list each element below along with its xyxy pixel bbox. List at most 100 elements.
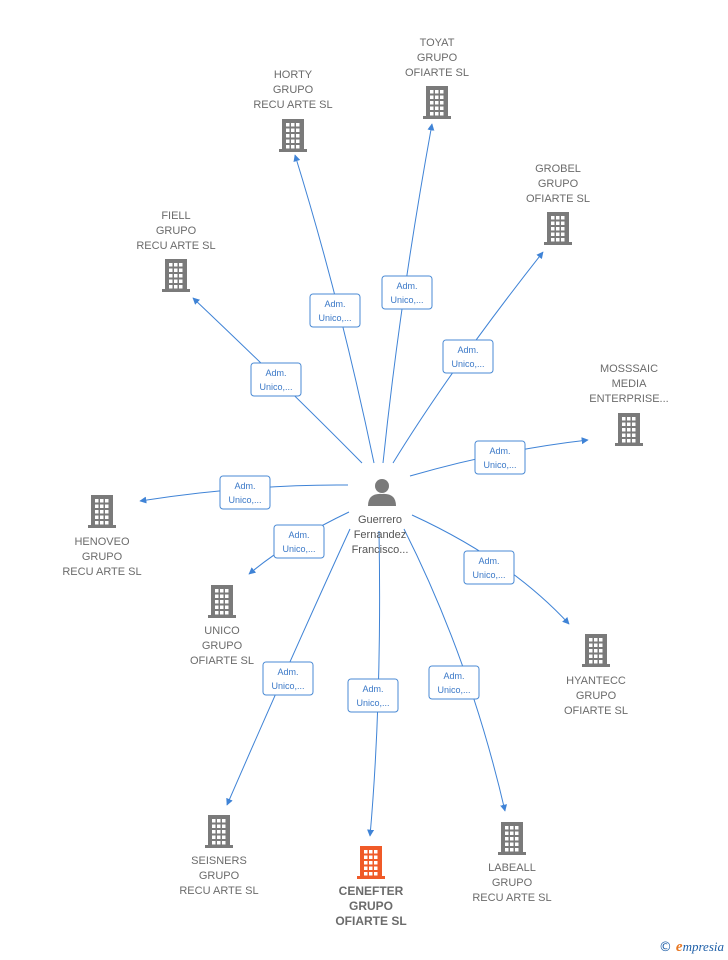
- role-text: Unico,...: [483, 460, 516, 470]
- role-text: Unico,...: [472, 570, 505, 580]
- company-name-line: RECU ARTE SL: [253, 99, 332, 111]
- company-node-labeall[interactable]: LABEALL GRUPO RECU ARTE SL: [472, 822, 552, 904]
- company-name-line: ENTERPRISE...: [589, 393, 668, 405]
- building-icon: [582, 634, 610, 667]
- company-node-grobel[interactable]: GROBEL GRUPO OFIARTE SL: [526, 163, 590, 245]
- edges-layer: [139, 123, 589, 837]
- company-node-mosssaic[interactable]: MOSSSAIC MEDIA ENTERPRISE...: [589, 363, 669, 446]
- role-text: Unico,...: [356, 698, 389, 708]
- company-name-line: OFIARTE SL: [526, 193, 590, 205]
- role-label-labeall[interactable]: Adm.Unico,...: [428, 665, 480, 700]
- role-label-toyat[interactable]: Adm. Unico,...: [381, 275, 433, 310]
- person-icon: [368, 479, 396, 506]
- role-text: Unico,...: [271, 681, 304, 691]
- company-name-line: GRUPO: [273, 84, 314, 96]
- building-icon: [615, 413, 643, 446]
- company-node-hyantecc[interactable]: HYANTECC GRUPO OFIARTE SL: [564, 634, 628, 717]
- role-text: Adm.: [362, 684, 383, 694]
- copyright-icon: ©: [658, 940, 672, 955]
- person-name-line: Francisco...: [352, 544, 409, 556]
- company-name-line: GRUPO: [202, 640, 243, 652]
- company-node-seisners[interactable]: SEISNERS GRUPO RECU ARTE SL: [179, 815, 259, 897]
- company-name-line: SEISNERS: [191, 855, 247, 867]
- company-node-horty[interactable]: HORTY GRUPO RECU ARTE SL: [253, 69, 333, 152]
- company-name-line: OFIARTE SL: [190, 655, 254, 667]
- company-name-line: MOSSSAIC: [600, 363, 658, 375]
- center-person-node[interactable]: GuerreroFernandezFrancisco...: [352, 479, 409, 556]
- company-name-line: HENOVEO: [74, 536, 129, 548]
- company-node-toyat[interactable]: TOYAT GRUPO OFIARTE SL: [405, 37, 469, 119]
- company-node-henoveo[interactable]: HENOVEO GRUPO RECU ARTE SL: [62, 495, 142, 578]
- role-text: Adm.: [478, 556, 499, 566]
- building-icon: [208, 585, 236, 618]
- company-name-line: MEDIA: [612, 378, 648, 390]
- role-label-mosssaic[interactable]: Adm. Unico,...: [474, 440, 526, 475]
- role-label-seisners[interactable]: Adm. Unico,...: [262, 661, 314, 696]
- building-icon: [162, 259, 190, 292]
- company-name-line: GRUPO: [538, 178, 579, 190]
- company-name-line: GRUPO: [576, 690, 617, 702]
- role-text: Unico,...: [451, 359, 484, 369]
- role-label-henoveo[interactable]: Adm. Unico,...: [219, 475, 271, 510]
- company-name-line: GRUPO: [199, 870, 240, 882]
- company-name-line: HORTY: [274, 69, 313, 81]
- company-node-unico[interactable]: UNICO GRUPO OFIARTE SL: [190, 585, 254, 667]
- role-text: Unico,...: [259, 382, 292, 392]
- brand-initial: e: [675, 939, 683, 955]
- role-text: Unico,...: [228, 495, 261, 505]
- company-name-line: RECU ARTE SL: [472, 892, 551, 904]
- role-label-fiell[interactable]: Adm. Unico,...: [250, 362, 302, 397]
- building-icon: [544, 212, 572, 245]
- company-name-line: GRUPO: [349, 899, 393, 913]
- role-text: Adm.: [265, 368, 286, 378]
- company-name-line: GRUPO: [82, 551, 123, 563]
- company-name-line: OFIARTE SL: [335, 914, 406, 928]
- company-name-line: OFIARTE SL: [564, 705, 628, 717]
- company-name-line: LABEALL: [488, 862, 536, 874]
- brand-rest: mpresia: [682, 939, 724, 954]
- role-text: Adm.: [489, 446, 510, 456]
- company-name-line: RECU ARTE SL: [179, 885, 258, 897]
- building-icon: [357, 846, 385, 879]
- role-text: Adm.: [324, 299, 345, 309]
- role-label-hyantecc[interactable]: Adm. Unico,...: [463, 550, 515, 585]
- brand-logo: empresia: [676, 939, 724, 956]
- role-label-unico[interactable]: Adm. Unico,...: [273, 524, 325, 559]
- building-icon: [88, 495, 116, 528]
- role-label-cenefter[interactable]: Adm. Unico,...: [347, 678, 399, 713]
- role-label-grobel[interactable]: Adm. Unico,...: [442, 339, 494, 374]
- company-name-line: GRUPO: [417, 52, 458, 64]
- company-name-line: RECU ARTE SL: [136, 240, 215, 252]
- role-text: Unico,...: [282, 544, 315, 554]
- footer-brand[interactable]: © empresia: [659, 939, 724, 956]
- role-text: Adm.: [396, 281, 417, 291]
- role-text: Adm.: [277, 667, 298, 677]
- edge-to-labeall: [403, 528, 507, 812]
- role-label-horty[interactable]: Adm. Unico,...: [309, 293, 361, 328]
- role-text: Unico,...: [318, 313, 351, 323]
- person-name-line: Guerrero: [358, 514, 402, 526]
- company-name-line: HYANTECC: [566, 675, 626, 687]
- company-name-line: GRUPO: [492, 877, 533, 889]
- roles-layer: Adm. Unico,... Adm. Unico,... Adm. Unico,... A…: [219, 275, 526, 713]
- company-name-line: GROBEL: [535, 163, 581, 175]
- person-name-line: Fernandez: [354, 529, 407, 541]
- company-name-line: GRUPO: [156, 225, 197, 237]
- role-text: Adm.: [457, 345, 478, 355]
- role-text: Unico,...: [390, 295, 423, 305]
- company-name-line: UNICO: [204, 625, 240, 637]
- company-name-line: FIELL: [161, 210, 190, 222]
- company-name-line: TOYAT: [420, 37, 455, 49]
- company-name-line: RECU ARTE SL: [62, 566, 141, 578]
- company-node-fiell[interactable]: FIELL GRUPO RECU ARTE SL: [136, 210, 216, 292]
- role-text: Adm.: [288, 530, 309, 540]
- company-name-line: CENEFTER: [339, 884, 404, 898]
- role-text: Adm.: [234, 481, 255, 491]
- company-name-line: OFIARTE SL: [405, 67, 469, 79]
- building-icon: [205, 815, 233, 848]
- building-icon: [498, 822, 526, 855]
- building-icon: [279, 119, 307, 152]
